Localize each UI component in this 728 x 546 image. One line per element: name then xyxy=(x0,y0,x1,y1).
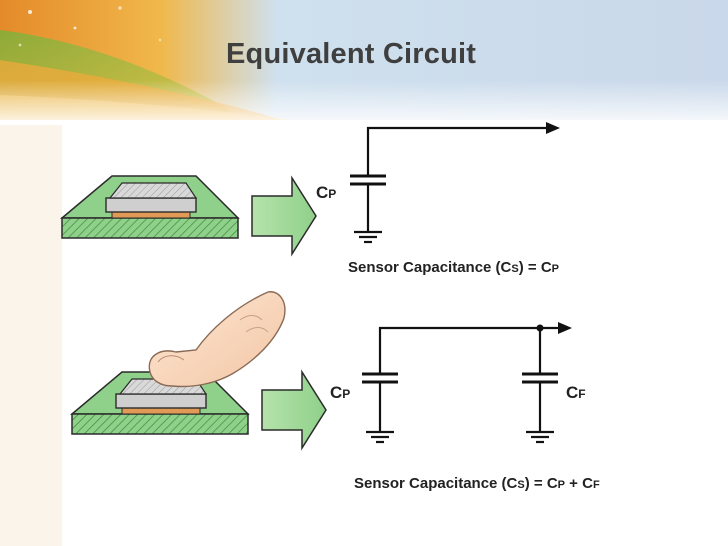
transition-arrow-top xyxy=(251,175,317,257)
bottom-formula: Sensor Capacitance (CS) = CP + CF xyxy=(354,475,600,492)
slide-title: Equivalent Circuit xyxy=(226,38,477,70)
bottom-circuit xyxy=(362,322,572,444)
top-cap-label: CP xyxy=(316,183,336,202)
bottom-cp-label: CP xyxy=(330,383,350,402)
top-formula: Sensor Capacitance (CS) = CP xyxy=(348,259,559,276)
bottom-cf-label: CF xyxy=(566,383,586,402)
finger-illustration xyxy=(148,291,286,388)
sensor-board-top xyxy=(59,175,240,239)
top-circuit xyxy=(350,122,560,244)
transition-arrow-bottom xyxy=(261,369,327,451)
